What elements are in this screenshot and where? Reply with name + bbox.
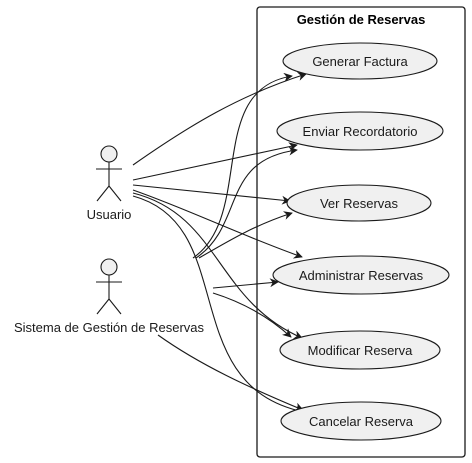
use-case-label: Generar Factura [312, 54, 408, 69]
use-case-label: Enviar Recordatorio [303, 124, 418, 139]
association-sistema-generar-factura [192, 72, 293, 259]
use-case-ver-reservas: Ver Reservas [286, 184, 432, 222]
actor-stick-figure-icon [96, 145, 122, 202]
use-case-modificar-reserva: Modificar Reserva [279, 330, 441, 370]
use-case-ellipse [272, 255, 450, 295]
use-case-ellipse [282, 42, 438, 80]
association-sistema-ver-reservas [198, 211, 293, 259]
use-case-label: Modificar Reserva [308, 343, 414, 358]
use-case-ellipse [280, 401, 442, 441]
system-boundary-box [256, 6, 466, 458]
actor-label: Usuario [87, 207, 132, 222]
association-usuario-administrar-reservas [132, 189, 303, 259]
use-case-cancelar-reserva: Cancelar Reserva [280, 401, 442, 441]
association-usuario-modificar-reserva [132, 192, 303, 339]
use-case-ellipse [279, 330, 441, 370]
association-sistema-administrar-reservas [212, 278, 279, 289]
associations [132, 72, 307, 415]
association-usuario-ver-reservas [132, 184, 291, 205]
use-case-label: Administrar Reservas [299, 268, 424, 283]
use-case-administrar-reservas: Administrar Reservas [272, 255, 450, 295]
association-sistema-modificar-reserva [212, 292, 292, 338]
actor-stick-figure-icon [96, 258, 122, 315]
actor-sistema: Sistema de Gestión de Reservas [14, 258, 205, 335]
system-title: Gestión de Reservas [297, 12, 426, 27]
use-case-label: Cancelar Reserva [309, 414, 414, 429]
use-case-ellipse [286, 184, 432, 222]
actor-label: Sistema de Gestión de Reservas [14, 320, 205, 335]
use-case-label: Ver Reservas [320, 196, 399, 211]
association-usuario-enviar-recordatorio [132, 142, 298, 181]
association-sistema-cancelar-reserva [157, 334, 304, 412]
actor-usuario: Usuario [87, 145, 132, 222]
association-sistema-enviar-recordatorio [195, 146, 298, 259]
use-case-ellipse [276, 111, 444, 151]
use-case-generar-factura: Generar Factura [282, 42, 438, 80]
use-case-enviar-recordatorio: Enviar Recordatorio [276, 111, 444, 151]
association-usuario-generar-factura [132, 72, 307, 166]
association-usuario-cancelar-reserva [132, 195, 305, 415]
system-boundary: Gestión de Reservas [256, 6, 466, 458]
